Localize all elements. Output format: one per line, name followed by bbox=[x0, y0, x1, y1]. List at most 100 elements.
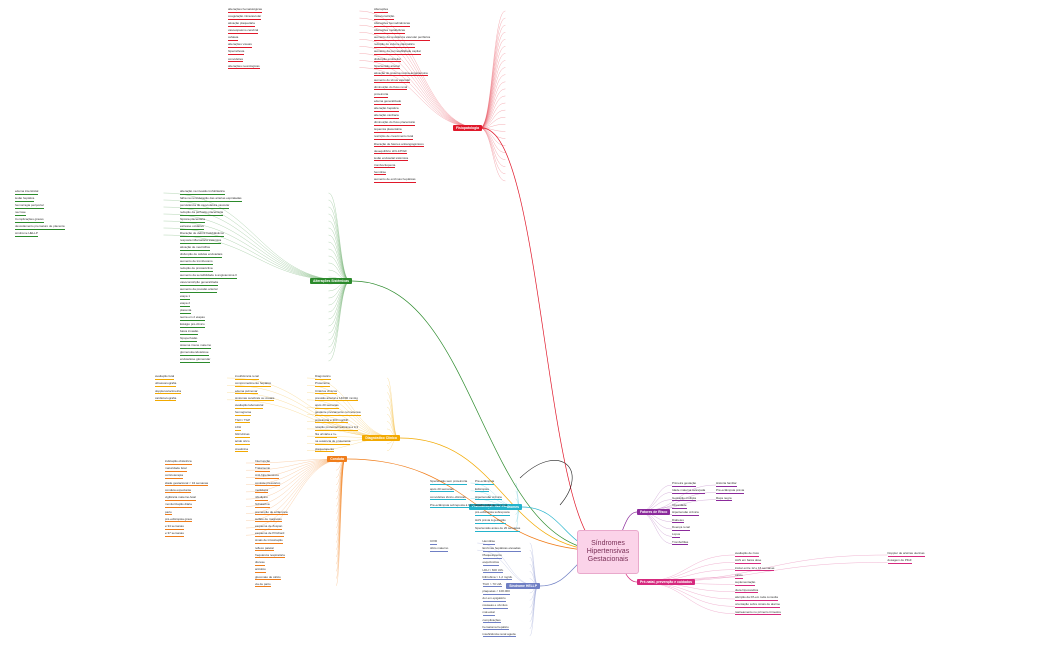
subtopic-alteracoes[interactable]: Complicações graves bbox=[15, 217, 44, 223]
subtopic-conduta[interactable]: reflexo patelar bbox=[255, 545, 275, 552]
branch-conduta[interactable]: Conduta bbox=[327, 456, 347, 462]
subtopic-conduta[interactable]: conduta expectante bbox=[165, 487, 192, 494]
subtopic-classificacao[interactable]: Hipertensão crônica bbox=[475, 494, 502, 501]
subtopic-conduta[interactable]: controle pressórico bbox=[255, 480, 281, 487]
subtopic-classificacao[interactable]: Eclâmpsia bbox=[475, 486, 489, 493]
subtopic-diagnostico[interactable]: dopplervelocimetria bbox=[155, 388, 182, 395]
subtopic-alteracoes[interactable]: hipóxia placentária bbox=[180, 217, 206, 223]
subtopic-hellp[interactable]: Enzimas hepáticas elevadas bbox=[482, 546, 521, 552]
subtopic-conduta[interactable]: sulfato de magnésio bbox=[255, 516, 282, 523]
subtopic-fatores[interactable]: Gestação múltipla bbox=[672, 495, 697, 502]
subtopic-diagnostico[interactable]: TGO / TGP bbox=[235, 417, 251, 424]
subtopic-diagnostico[interactable]: sintomas cerebrais ou visuais bbox=[235, 395, 275, 402]
subtopic-alteracoes[interactable]: persistência de musculatura vascular bbox=[180, 203, 230, 209]
subtopic-hellp[interactable]: complicações bbox=[482, 617, 501, 624]
subtopic-fisiopatologia[interactable]: coagulação intravascular bbox=[228, 14, 262, 20]
branch-classificacao[interactable]: Classificação das Síndromes bbox=[469, 504, 522, 510]
subtopic-fisiopatologia[interactable]: edema generalizado bbox=[374, 99, 402, 105]
subtopic-fisiopatologia[interactable]: Vasoconstrição bbox=[374, 14, 395, 20]
subtopic-diagnostico[interactable]: proteinúria ≥ 300 mg/24h bbox=[315, 417, 349, 424]
subtopic-conduta[interactable]: ≥ 37 semanas bbox=[165, 531, 184, 537]
subtopic-alteracoes[interactable]: hemorragia periportal bbox=[15, 203, 44, 209]
subtopic-fisiopatologia[interactable]: hiperreflexia bbox=[228, 49, 245, 56]
subtopic-fatores[interactable]: Trombofilias bbox=[672, 539, 689, 546]
subtopic-diagnostico[interactable]: fita urinária ≥ 1+ bbox=[315, 432, 337, 438]
subtopic-alteracoes[interactable]: sistema imune materno bbox=[180, 343, 212, 349]
subtopic-prevencao[interactable]: cálcio bbox=[735, 573, 743, 579]
subtopic-fisiopatologia[interactable]: alterações hematológicas bbox=[228, 7, 263, 13]
subtopic-alteracoes[interactable]: placenta bbox=[180, 308, 192, 314]
subtopic-diagnostico[interactable]: hemograma bbox=[235, 410, 252, 416]
subtopic-alteracoes[interactable]: necrose bbox=[15, 210, 26, 216]
subtopic-fisiopatologia[interactable]: alteração hepática bbox=[374, 106, 399, 112]
subtopic-classificacao[interactable]: após 20 semanas bbox=[430, 486, 454, 493]
subtopic-prevencao[interactable]: aferição da PA em toda consulta bbox=[735, 595, 778, 601]
subtopic-fisiopatologia[interactable]: Alterações hemodinâmicas bbox=[374, 21, 411, 27]
subtopic-alteracoes[interactable]: redução de prostaciclina bbox=[180, 266, 213, 272]
subtopic-hellp[interactable]: Plaquetopenia bbox=[482, 553, 502, 559]
subtopic-alteracoes[interactable]: etapa 1 bbox=[180, 294, 191, 300]
subtopic-alteracoes[interactable]: lesão hepática bbox=[15, 196, 35, 202]
subtopic-diagnostico[interactable]: pressão arterial ≥ 140/90 mmHg bbox=[315, 395, 358, 402]
subtopic-conduta[interactable]: vigilância materno-fetal bbox=[165, 495, 196, 501]
subtopic-fisiopatologia[interactable]: alterações visuais bbox=[228, 42, 252, 48]
subtopic-hellp[interactable]: esquizócitos bbox=[482, 560, 500, 567]
subtopic-conduta[interactable]: esquema de Pritchard bbox=[255, 531, 285, 537]
subtopic-alteracoes[interactable]: baixa invasão bbox=[180, 329, 199, 335]
subtopic-fatores[interactable]: Obesidade bbox=[672, 503, 687, 509]
subtopic-fisiopatologia[interactable]: isquemia placentária bbox=[374, 127, 402, 133]
subtopic-alteracoes[interactable]: Estágio pré-clínico bbox=[180, 322, 205, 328]
subtopic-alteracoes[interactable]: teoria em 2 etapas bbox=[180, 315, 205, 321]
subtopic-alteracoes[interactable]: aumento da sensibilidade à angiotensina … bbox=[180, 273, 237, 279]
subtopic-fisiopatologia[interactable]: ativação do sistema renina-angiotensina bbox=[374, 70, 428, 77]
subtopic-fisiopatologia[interactable]: diminuição do fluxo placentário bbox=[374, 120, 416, 126]
subtopic-hellp[interactable]: insuficiência renal aguda bbox=[482, 631, 516, 638]
subtopic-alteracoes[interactable]: aumento da pressão arterial bbox=[180, 287, 218, 293]
subtopic-alteracoes[interactable]: endoteliose glomerular bbox=[180, 357, 211, 363]
subtopic-fisiopatologia[interactable]: convulsões bbox=[228, 56, 244, 63]
subtopic-fatores[interactable]: Raça negra bbox=[716, 495, 732, 502]
subtopic-diagnostico[interactable]: comprometimento hepático bbox=[235, 381, 272, 387]
subtopic-diagnostico[interactable]: insuficiência renal bbox=[235, 374, 259, 380]
subtopic-fisiopatologia[interactable]: aumento da permeabilidade capilar bbox=[374, 49, 421, 56]
subtopic-prevencao[interactable]: AAS em baixa dose bbox=[735, 558, 762, 564]
subtopic-alteracoes[interactable]: hipoperfusão bbox=[180, 336, 198, 342]
branch-fatores[interactable]: Fatores de Risco bbox=[637, 509, 671, 515]
subtopic-hellp[interactable]: CIVD bbox=[430, 539, 438, 545]
subtopic-diagnostico[interactable]: bilirrubinas bbox=[235, 432, 250, 438]
subtopic-conduta[interactable]: hidralazina bbox=[255, 502, 270, 508]
subtopic-conduta[interactable]: pré-eclâmpsia grave bbox=[165, 516, 193, 523]
subtopic-diagnostico[interactable]: avaliação laboratorial bbox=[235, 403, 264, 409]
subtopic-hellp[interactable]: bilirrubina > 1,2 mg/dL bbox=[482, 574, 513, 581]
subtopic-conduta[interactable]: diurese bbox=[255, 560, 265, 566]
subtopic-hellp[interactable]: dor em epigástrio bbox=[482, 596, 506, 602]
subtopic-fatores[interactable]: Idade materna avançada bbox=[672, 488, 706, 494]
subtopic-conduta[interactable]: prevenção de eclâmpsia bbox=[255, 509, 288, 516]
subtopic-fisiopatologia[interactable]: Alterações bbox=[374, 7, 389, 13]
subtopic-alteracoes[interactable]: aumento de tromboxano bbox=[180, 259, 213, 265]
branch-diagnostico[interactable]: Diagnóstico Clínico bbox=[362, 435, 400, 441]
subtopic-conduta[interactable]: gluconato de cálcio bbox=[255, 574, 281, 581]
subtopic-fatores[interactable]: Doença renal bbox=[672, 525, 690, 531]
subtopic-diagnostico[interactable]: LDH bbox=[235, 424, 242, 431]
subtopic-alteracoes[interactable]: glomeruloendoteliose bbox=[180, 350, 209, 356]
subtopic-conduta[interactable]: frequência respiratória bbox=[255, 552, 285, 559]
branch-fisiopatologia[interactable]: Fisiopatologia bbox=[453, 125, 482, 131]
subtopic-hellp[interactable]: náuseas e vômitos bbox=[482, 603, 508, 609]
subtopic-fisiopatologia[interactable]: cefaleia bbox=[228, 35, 239, 41]
subtopic-conduta[interactable]: ≥ 34 semanas bbox=[165, 524, 184, 530]
subtopic-diagnostico[interactable]: cardiotocografia bbox=[155, 395, 177, 402]
subtopic-classificacao[interactable]: pré-eclâmpsia sobreposta bbox=[475, 510, 510, 517]
subtopic-conduta[interactable]: monitorização diária bbox=[165, 502, 192, 508]
subtopic-conduta[interactable]: nifedipino bbox=[255, 495, 268, 501]
subtopic-conduta[interactable]: esquema de Zuspan bbox=[255, 524, 283, 530]
subtopic-prevencao[interactable]: rastreamento no primeiro trimestre bbox=[735, 609, 782, 616]
subtopic-classificacao[interactable]: Pré-eclâmpsia sobreposta à hipertensão c… bbox=[430, 502, 495, 509]
subtopic-prevencao[interactable]: iniciar entre 12 e 16 semanas bbox=[735, 565, 775, 572]
subtopic-prevencao[interactable]: avaliação de risco bbox=[735, 551, 760, 557]
subtopic-diagnostico[interactable]: avaliação fetal bbox=[155, 374, 175, 380]
subtopic-fatores[interactable]: Primeira gestação bbox=[672, 481, 697, 487]
subtopic-alteracoes[interactable]: alteração na invasão trofoblástica bbox=[180, 189, 225, 195]
subtopic-hellp[interactable]: TGO > 70 UI/L bbox=[482, 581, 503, 588]
subtopic-hellp[interactable]: LDH > 600 UI/L bbox=[482, 567, 504, 574]
